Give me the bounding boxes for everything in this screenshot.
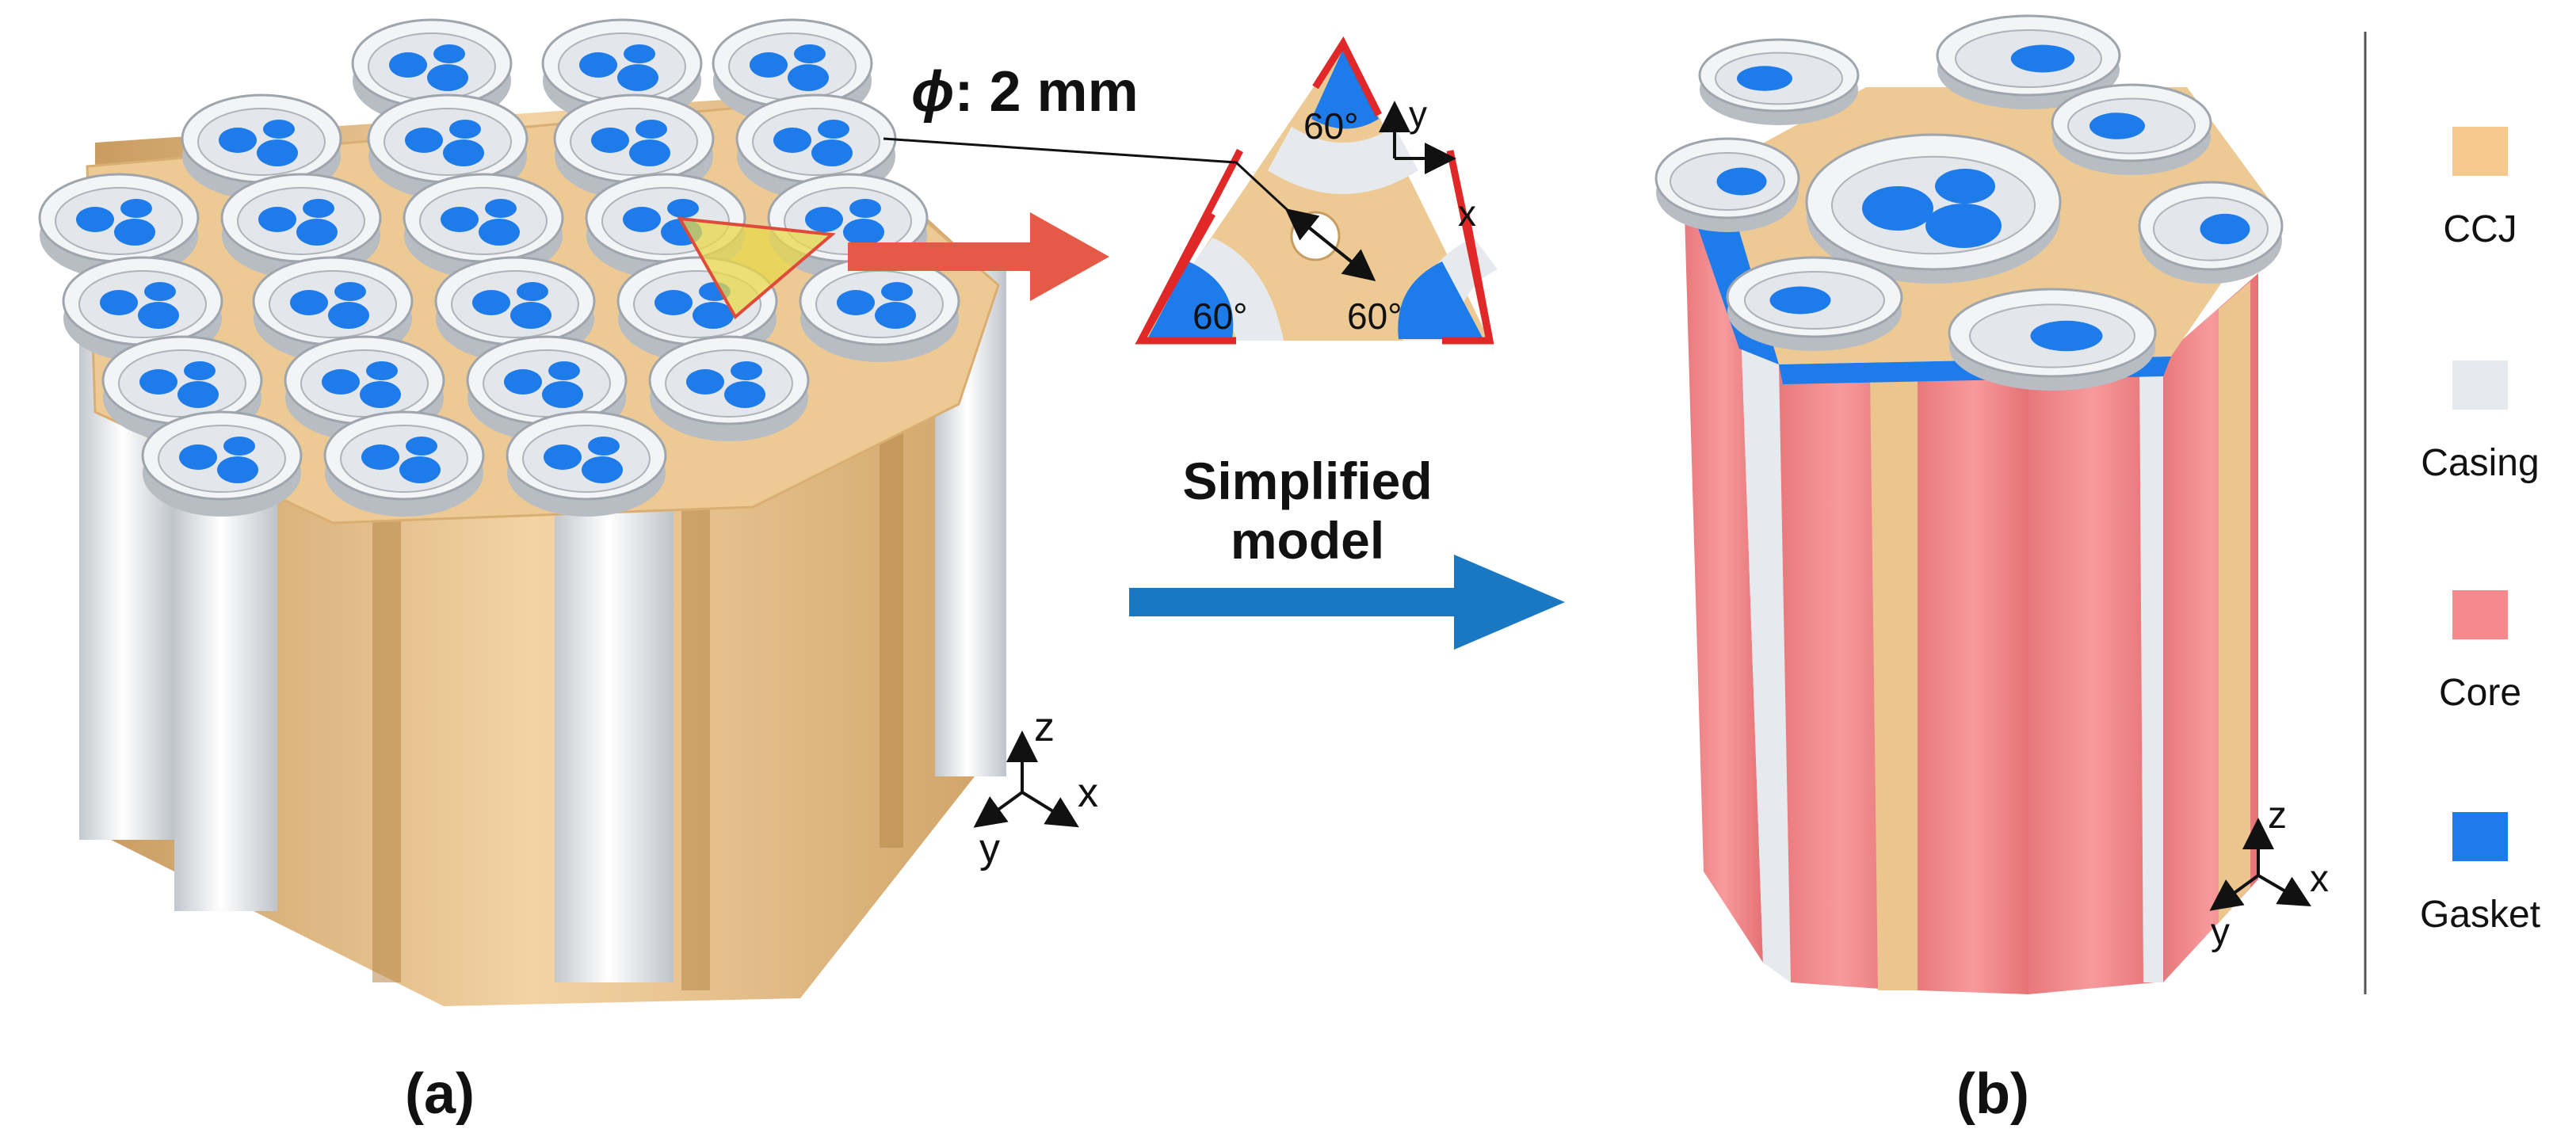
cell-top	[181, 93, 342, 200]
unit-triangle-highlight	[677, 216, 836, 320]
angle-label-top: 60°	[1303, 105, 1359, 147]
axes-panel-b	[2209, 818, 2311, 911]
cell-top-b	[1805, 133, 2062, 284]
legend-label: CCJ	[2443, 208, 2517, 250]
legend-label: Casing	[2421, 442, 2539, 484]
angle-label-left: 60°	[1193, 296, 1248, 337]
axis-y-a: y	[979, 826, 1000, 871]
panel-a-module	[38, 18, 1006, 1006]
cell-top-b	[1698, 38, 1860, 125]
axis-y-detail: y	[1409, 93, 1427, 135]
cell-top-b	[2138, 181, 2284, 284]
axis-z-b: z	[2268, 795, 2287, 837]
cell-top	[799, 256, 960, 362]
cell-top	[553, 93, 715, 200]
panel-a-label: (a)	[405, 1062, 475, 1126]
axis-x-b: x	[2310, 858, 2329, 900]
panel-b-module	[1654, 14, 2284, 994]
legend-item: CCJ	[2443, 127, 2517, 250]
unit-triangle-detail	[883, 36, 1498, 345]
legend-swatch	[2452, 590, 2508, 639]
legend-item: Casing	[2421, 360, 2540, 484]
cell-top	[541, 18, 703, 124]
cell-top	[466, 335, 628, 441]
cell-top-b	[1936, 14, 2121, 109]
cell-top-b	[2051, 83, 2212, 175]
legend-item: Core	[2439, 590, 2521, 714]
cell-top	[351, 18, 513, 124]
cell-tops-b	[1654, 14, 2284, 391]
legend-label: Core	[2439, 672, 2521, 714]
detail-callout-arrow	[848, 212, 1109, 301]
diameter-label: ϕ: 2 mm	[911, 60, 1139, 124]
legend-swatch	[2452, 127, 2508, 176]
legend-label: Gasket	[2420, 894, 2540, 936]
cell-array	[38, 18, 960, 517]
cell-top	[648, 335, 810, 441]
cell-top	[506, 410, 667, 517]
panel-b-label: (b)	[1956, 1062, 2029, 1126]
simplified-label-line2: model	[1231, 511, 1384, 570]
cell-top	[38, 173, 200, 279]
cell-top	[141, 410, 303, 517]
cell-top	[220, 173, 382, 279]
legend-swatch	[2452, 812, 2508, 861]
simplified-model-arrow	[1129, 555, 1565, 650]
axis-z-a: z	[1034, 704, 1055, 750]
cell-top	[323, 410, 485, 517]
angle-label-right: 60°	[1347, 296, 1402, 337]
axis-x-detail: x	[1458, 193, 1476, 234]
cell-top-b	[1726, 256, 1903, 351]
cell-top-b	[1948, 288, 2157, 391]
simplified-label-line1: Simplified	[1182, 452, 1432, 510]
legend-item: Gasket	[2420, 812, 2540, 936]
axis-y-b: y	[2211, 911, 2230, 953]
axes-panel-a	[973, 730, 1079, 828]
cell-top-b	[1654, 137, 1800, 232]
cell-top	[712, 18, 873, 124]
legend-swatch	[2452, 360, 2508, 410]
axes-detail	[1379, 101, 1456, 174]
axis-x-a: x	[1078, 770, 1098, 816]
